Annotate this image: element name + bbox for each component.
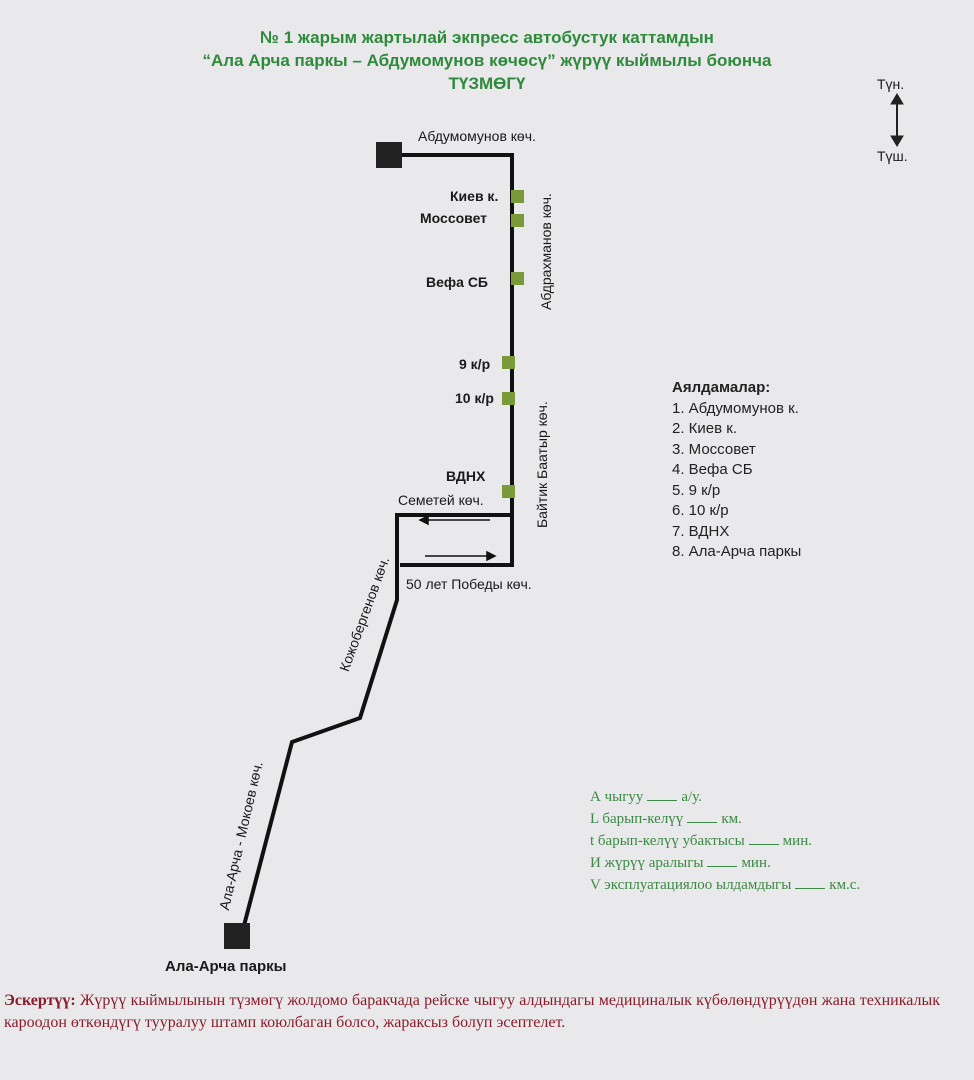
param-blank bbox=[647, 800, 678, 801]
route-line bbox=[239, 153, 514, 938]
terminal-start-icon bbox=[376, 142, 402, 168]
title-line-1: № 1 жарым жартылай экпресс автобустук ка… bbox=[260, 28, 714, 47]
legend-title: Аялдамалар: bbox=[672, 379, 771, 396]
legend-item: 7. ВДНХ bbox=[672, 522, 730, 540]
stop-label-vdnh: ВДНХ bbox=[446, 468, 486, 484]
param-row: А чыгуу а/у. bbox=[590, 786, 860, 808]
compass-north: Түн. bbox=[877, 76, 905, 92]
legend-item: 6. 10 к/р bbox=[672, 502, 729, 519]
param-row: L барып-келүү км. bbox=[590, 808, 860, 830]
param-label: И жүрүү аралыгы bbox=[590, 855, 704, 871]
title-line-3: ТҮЗМӨГҮ bbox=[448, 74, 526, 93]
param-unit: мин. bbox=[741, 855, 771, 871]
stop-markers bbox=[502, 190, 524, 498]
stops-legend: Аялдамалар: 1. Абдумомунов к. 2. Киев к.… bbox=[672, 378, 801, 563]
param-blank bbox=[707, 866, 738, 867]
param-blank bbox=[748, 844, 779, 845]
stop-marker bbox=[502, 356, 515, 369]
param-label: t барып-келүү убактысы bbox=[590, 833, 745, 849]
param-unit: км. bbox=[721, 811, 742, 827]
street-abdrakhmanov: Абдрахманов көч. bbox=[538, 193, 554, 310]
route-parameters: А чыгуу а/у. L барып-келүү км. t барып-кел… bbox=[590, 786, 860, 896]
street-abdumomunov: Абдумомунов көч. bbox=[418, 128, 536, 144]
param-blank bbox=[795, 888, 826, 889]
stop-label-10kr: 10 к/р bbox=[455, 390, 494, 406]
note: Эскертүү: Жүрүү кыймылынын түзмөгү жолдо… bbox=[4, 990, 940, 1034]
stop-label-vefa: Вефа СБ bbox=[426, 274, 488, 290]
stop-marker bbox=[511, 190, 524, 203]
stop-label-mossovet: Моссовет bbox=[420, 210, 488, 226]
param-row: t барып-келүү убактысы мин. bbox=[590, 830, 860, 852]
street-pobedy: 50 лет Победы көч. bbox=[406, 576, 532, 592]
legend-item: 3. Моссовет bbox=[672, 440, 756, 458]
note-text: Жүрүү кыймылынын түзмөгү жолдомо баракча… bbox=[4, 992, 940, 1031]
param-blank bbox=[687, 822, 718, 823]
stop-label-9kr: 9 к/р bbox=[459, 356, 491, 372]
compass-arrow-icon bbox=[890, 93, 904, 147]
stop-marker bbox=[511, 214, 524, 227]
param-label: V эксплуатациялоо ылдамдыгы bbox=[590, 877, 792, 893]
param-row: И жүрүү аралыгы мин. bbox=[590, 852, 860, 874]
title-line-2: “Ала Арча паркы – Абдумомунов көчөсү” жү… bbox=[202, 51, 772, 70]
direction-arrows-icon bbox=[418, 514, 497, 562]
param-unit: км.с. bbox=[829, 877, 861, 893]
note-label: Эскертүү: bbox=[4, 992, 76, 1009]
param-row: V эксплуатациялоо ылдамдыгы км.с. bbox=[590, 874, 860, 896]
stop-label-kiev: Киев к. bbox=[450, 188, 499, 204]
param-unit: а/у. bbox=[681, 789, 702, 805]
street-baitik: Байтик Баатыр көч. bbox=[534, 401, 550, 528]
street-semetey: Семетей көч. bbox=[398, 492, 484, 508]
stop-marker bbox=[502, 485, 515, 498]
terminal-end-icon bbox=[224, 923, 250, 949]
compass-south: Түш. bbox=[877, 148, 908, 164]
param-label: L барып-келүү bbox=[590, 811, 684, 827]
legend-item: 2. Киев к. bbox=[672, 420, 738, 437]
legend-item: 8. Ала-Арча паркы bbox=[672, 543, 802, 560]
param-unit: мин. bbox=[782, 833, 812, 849]
terminal-label-ala-archa: Ала-Арча паркы bbox=[165, 958, 287, 975]
legend-item: 5. 9 к/р bbox=[672, 481, 721, 499]
param-label: А чыгуу bbox=[590, 789, 644, 805]
legend-item: 4. Вефа СБ bbox=[672, 461, 753, 478]
legend-item: 1. Абдумомунов к. bbox=[672, 399, 799, 417]
stop-marker bbox=[502, 392, 515, 405]
stop-marker bbox=[511, 272, 524, 285]
